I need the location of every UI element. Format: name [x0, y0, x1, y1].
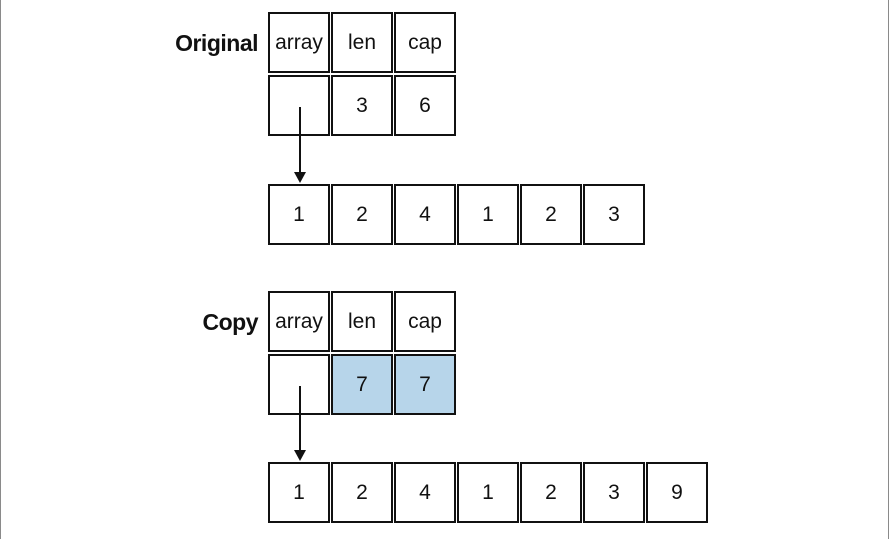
- original-array-cell-0: 1: [268, 184, 330, 245]
- copy-array-cell-3: 1: [457, 462, 519, 523]
- copy-array-cell-1: 2: [331, 462, 393, 523]
- original-value-len: 3: [331, 75, 393, 136]
- original-value-cap: 6: [394, 75, 456, 136]
- original-header-cap: cap: [394, 12, 456, 73]
- copy-array-cell-2: 4: [394, 462, 456, 523]
- original-header-array: array: [268, 12, 330, 73]
- original-label: Original: [175, 30, 258, 56]
- copy-label: Copy: [202, 309, 259, 335]
- original-pointer-arrowhead: [294, 172, 306, 183]
- original-array-cell-4: 2: [520, 184, 582, 245]
- copy-header-array: array: [268, 291, 330, 352]
- copy-header-cap: cap: [394, 291, 456, 352]
- original-array-cell-1: 2: [331, 184, 393, 245]
- copy-pointer-arrowhead: [294, 450, 306, 461]
- copy-value-len: 7: [331, 354, 393, 415]
- copy-array-cell-5: 3: [583, 462, 645, 523]
- original-header-len: len: [331, 12, 393, 73]
- original-array-cell-3: 1: [457, 184, 519, 245]
- copy-header-len: len: [331, 291, 393, 352]
- original-array-cell-5: 3: [583, 184, 645, 245]
- original-array-cell-2: 4: [394, 184, 456, 245]
- copy-value-cap: 7: [394, 354, 456, 415]
- copy-array-cell-6: 9: [646, 462, 708, 523]
- copy-array-cell-0: 1: [268, 462, 330, 523]
- copy-array-cell-4: 2: [520, 462, 582, 523]
